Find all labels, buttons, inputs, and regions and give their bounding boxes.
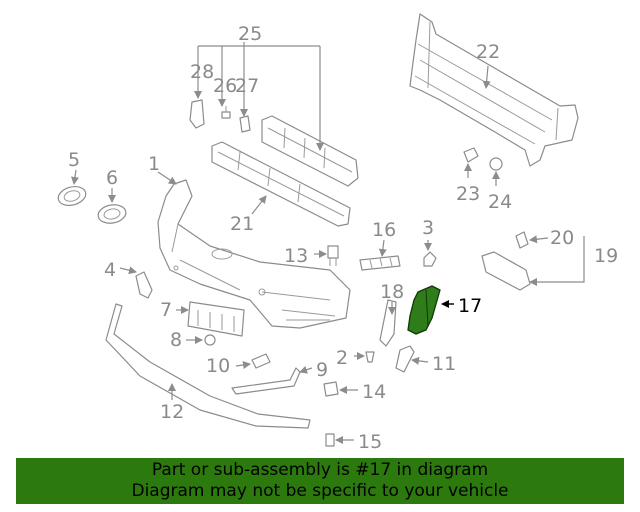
callout-23: 23: [456, 183, 480, 205]
callout-14: 14: [362, 381, 386, 403]
clip-28-part: [189, 99, 205, 129]
callout-2: 2: [336, 347, 348, 369]
callout-25: 25: [238, 23, 262, 45]
callout-13: 13: [284, 245, 308, 267]
lip-spoiler-part: [105, 303, 311, 429]
callout-1: 1: [148, 153, 160, 175]
callout-6: 6: [106, 167, 118, 189]
callout-15: 15: [358, 431, 382, 453]
energy-absorber-upper-part: [261, 115, 359, 187]
bracket-16-part: [359, 255, 401, 271]
bumper-cover-part: [157, 179, 351, 329]
bolt-15-part: [325, 433, 335, 447]
callout-26: 26: [213, 75, 237, 97]
bracket-11-part: [395, 345, 415, 373]
bracket-4-part: [135, 271, 153, 299]
banner-line-part-number: Part or sub-assembly is #17 in diagram: [151, 460, 489, 480]
clip-8-part: [204, 334, 216, 346]
callout-3: 3: [422, 217, 434, 239]
highlighted-part-17: [407, 285, 441, 335]
clip-20-part: [515, 231, 529, 249]
callout-22: 22: [476, 41, 500, 63]
energy-absorber-lower-part: [211, 141, 351, 227]
bolt-23-part: [463, 147, 479, 163]
emblem-6-part: [97, 204, 127, 224]
screw-26-part: [221, 106, 231, 119]
callout-12: 12: [160, 401, 184, 423]
screw-10-part: [251, 353, 271, 369]
nut-24-part: [489, 157, 503, 171]
callout-19: 19: [594, 245, 618, 267]
nut-3-part: [423, 251, 437, 267]
side-bracket-19-part: [481, 251, 531, 291]
bolt-13-part: [327, 245, 339, 266]
callout-5: 5: [68, 149, 80, 171]
impact-beam-part: [409, 13, 579, 167]
callout-4: 4: [104, 259, 116, 281]
bracket-18-part: [379, 299, 397, 347]
callout-27: 27: [235, 75, 259, 97]
callout-16: 16: [372, 219, 396, 241]
callout-7: 7: [160, 299, 172, 321]
callout-20: 20: [550, 227, 574, 249]
callout-10: 10: [206, 355, 230, 377]
clip-14-part: [323, 381, 339, 397]
callout-21: 21: [230, 213, 254, 235]
callout-18: 18: [380, 281, 404, 303]
screw-2-part: [365, 351, 375, 363]
clip-27-part: [239, 115, 251, 133]
callout-17-highlighted: 17: [458, 295, 482, 317]
leader-lines: [71, 42, 585, 444]
info-banner: Part or sub-assembly is #17 in diagram D…: [16, 458, 624, 504]
callout-24: 24: [488, 191, 512, 213]
callout-9: 9: [316, 359, 328, 381]
moulding-9-part: [231, 367, 301, 395]
callout-28: 28: [190, 61, 214, 83]
callout-labels: 25 28 26 27 22 1 5 6 21 4 7 8 10 9 12 13…: [68, 23, 618, 453]
callout-11: 11: [432, 353, 456, 375]
grille-insert-part: [187, 301, 245, 337]
banner-line-disclaimer: Diagram may not be specific to your vehi…: [131, 481, 509, 501]
callout-8: 8: [170, 329, 182, 351]
emblem-5-part: [57, 185, 87, 207]
